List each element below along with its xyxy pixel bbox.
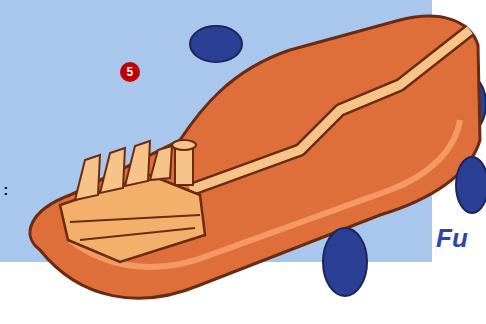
car-body — [30, 16, 480, 298]
callout-circle — [120, 62, 140, 82]
wheel — [323, 228, 367, 296]
wheel — [456, 157, 486, 213]
exhaust-pipe — [190, 30, 470, 190]
list-colon: : — [4, 183, 9, 197]
wheel — [190, 26, 242, 62]
callout-number: 5 — [127, 66, 134, 78]
exhaust-pipe — [190, 30, 470, 190]
heading-fragment: Fu — [436, 225, 468, 251]
engine — [60, 140, 205, 262]
